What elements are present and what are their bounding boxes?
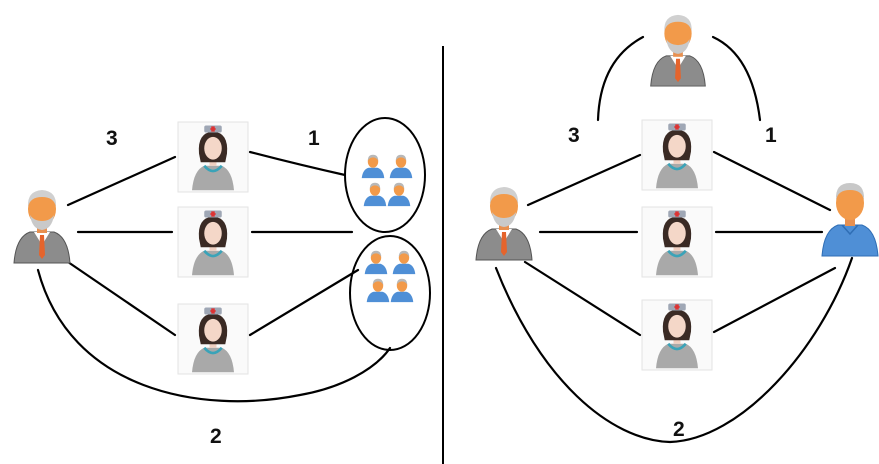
group-circle-bottom: [349, 235, 431, 351]
elderly-man-icon: [650, 14, 706, 87]
group-circle-top: [344, 117, 426, 233]
elderly-man-icon: [13, 189, 71, 264]
right-edge-patient-youngman-curve: [494, 256, 854, 444]
left-edge-nurse-top-group: [248, 150, 347, 177]
left-edge-nurse-bottom-group: [248, 268, 360, 337]
elderly-man-icon: [475, 186, 533, 261]
right-edge-arc-right: [711, 35, 762, 122]
right-edge-patient-nurse-bottom: [523, 260, 642, 337]
right-panel: 3 1 2: [475, 14, 879, 444]
left-label-3: 3: [106, 127, 118, 150]
right-edge-arc-left: [596, 35, 645, 122]
right-edge-nurse-top-youngman: [712, 150, 832, 212]
left-edge-patient-group-curve: [36, 268, 392, 403]
left-edge-patient-nurse-bottom: [66, 260, 177, 337]
right-label-1: 1: [765, 124, 777, 147]
people-group-icon: [362, 155, 413, 206]
young-man-icon: [821, 182, 879, 257]
left-label-2: 2: [210, 425, 222, 448]
right-label-2: 2: [673, 418, 685, 441]
left-edge-patient-nurse-top: [66, 155, 177, 207]
left-panel: 3 1 2: [13, 117, 431, 448]
right-edge-patient-nurse-top: [526, 153, 642, 207]
left-label-1: 1: [308, 127, 320, 150]
right-label-3: 3: [568, 124, 580, 147]
right-edge-nurse-bottom-youngman: [712, 266, 837, 334]
people-group-icon: [365, 251, 416, 302]
